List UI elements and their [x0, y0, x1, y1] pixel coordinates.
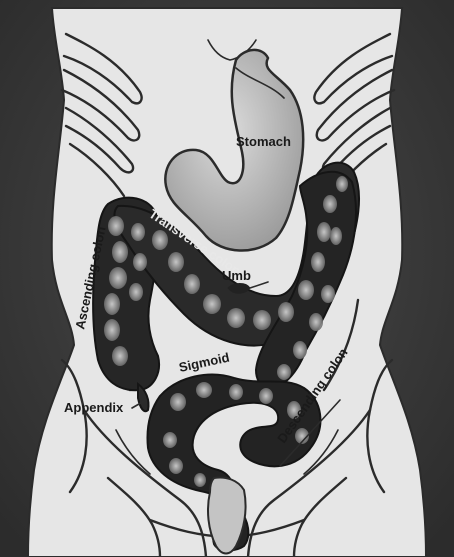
label-umb: Umb — [222, 268, 251, 283]
label-stomach: Stomach — [236, 134, 291, 149]
label-appendix: Appendix — [64, 400, 124, 415]
